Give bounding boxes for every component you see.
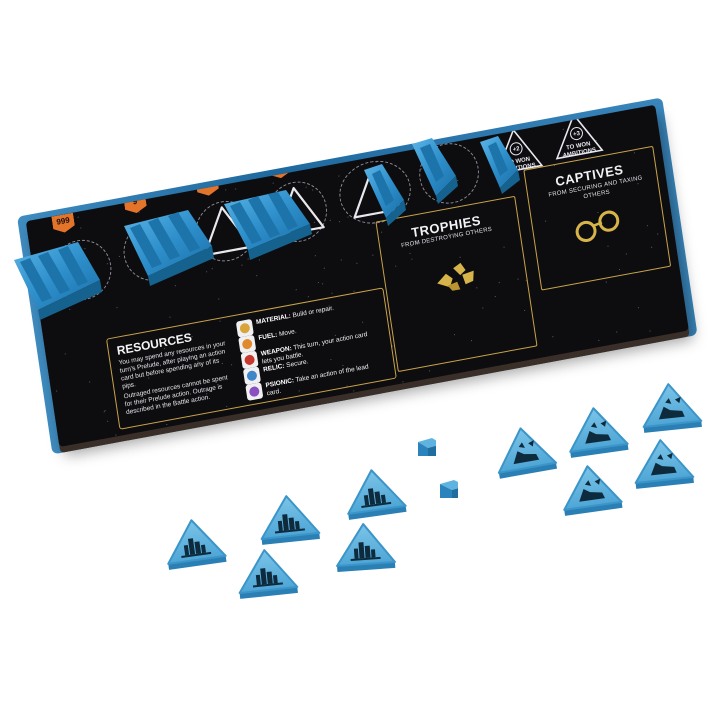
star-dot [338,175,340,177]
star-dot [241,264,243,266]
psionic-icon [245,382,264,401]
star-dot [107,420,109,423]
star-dot [116,307,118,309]
star-dot [169,316,171,319]
star-dot [598,339,600,341]
star-dot [77,216,80,218]
star-dot [318,281,320,284]
ship-icon [364,164,406,226]
star-dot [88,381,91,383]
star-dot [605,281,607,283]
trophy-icon [437,262,474,291]
star-dot [80,226,82,229]
ship-icon [480,136,520,194]
star-dot [372,254,374,256]
ship-stack-icon [14,242,102,320]
star-dot [402,380,404,383]
star-dot [339,221,341,223]
psionic-swatch [248,385,260,398]
starport-token-icon [634,439,695,489]
city-token-icon [347,469,407,520]
starport-token-icon [563,465,623,516]
starport-token-icon [497,427,558,479]
fuel-swatch [241,338,253,350]
star-dot [352,390,355,392]
star-dot [356,262,358,264]
agent-cube-icon [440,480,458,498]
star-dot [638,307,640,309]
star-dot [428,370,430,372]
star-dot [353,290,355,292]
city-token-icon [167,519,227,570]
star-dot [104,410,106,413]
relic-swatch [246,369,258,382]
material-swatch [239,322,251,335]
star-dot [552,335,554,337]
ambition-marker-icon [555,113,604,160]
starport-token-icon [569,407,629,458]
city-token-icon [260,495,321,545]
handcuffs-icon [575,210,620,243]
star-dot [649,330,651,332]
star-dot [218,298,220,300]
star-dot [331,292,333,295]
star-dot [615,331,617,333]
star-dot [295,289,298,291]
ship-stack-icon [224,190,312,260]
star-dot [115,434,117,436]
star-dot [256,275,258,277]
star-dot [347,216,349,218]
star-dot [329,219,332,221]
star-dot [166,423,168,425]
agent-cube-icon [418,438,436,456]
star-dot [308,296,310,298]
city-token-icon [336,523,396,572]
star-dot [321,283,323,285]
star-dot [324,267,326,269]
ship-icon [412,138,458,204]
weapon-swatch [243,354,256,366]
star-dot [64,353,66,355]
starport-token-icon [642,383,703,433]
star-dot [340,258,342,261]
star-dot [56,390,58,393]
ship-stack-icon [124,210,214,286]
city-token-icon [238,549,299,599]
